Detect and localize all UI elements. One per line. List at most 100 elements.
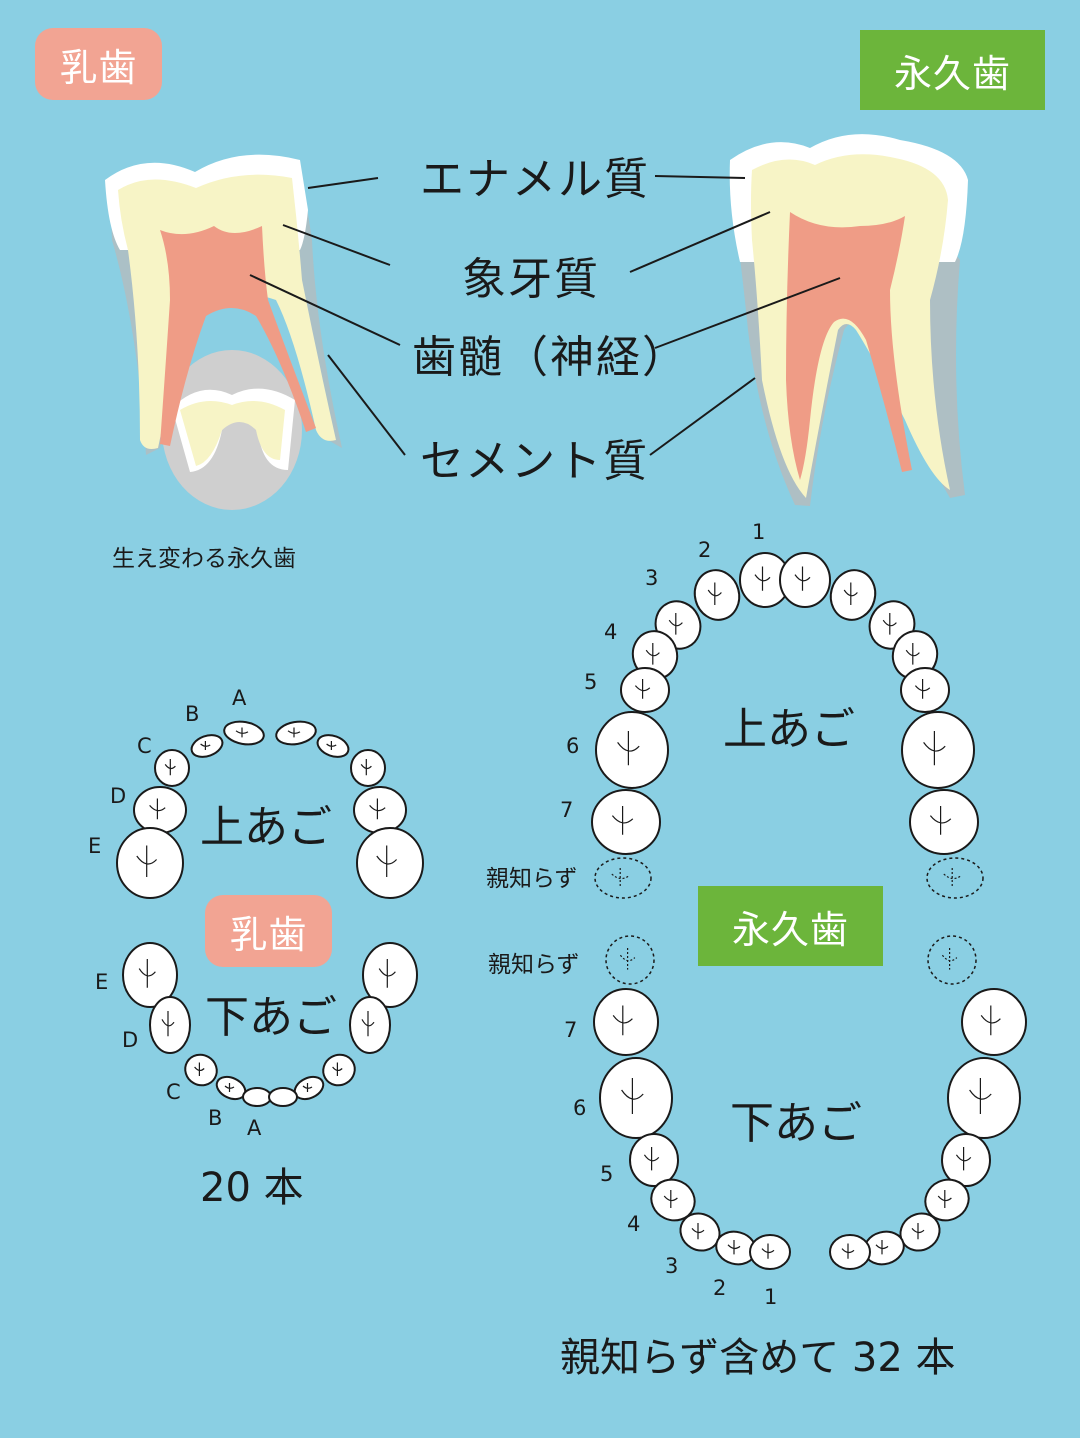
permanent-upper-tooth <box>591 789 661 855</box>
cementum-label: セメント質 <box>420 436 650 487</box>
tooth-groove <box>200 741 211 750</box>
primary-lower-letter: A <box>247 1116 262 1140</box>
tooth-groove <box>612 1005 633 1036</box>
tooth-groove <box>969 1078 992 1114</box>
tooth-groove <box>235 727 249 738</box>
permanent-upper-number: 2 <box>698 538 712 562</box>
dentin-label: 象牙質 <box>462 254 600 305</box>
permanent-lower-number: 6 <box>573 1096 587 1120</box>
tooth-groove <box>645 643 660 665</box>
primary-upper-letter: E <box>88 834 102 858</box>
permanent-lower-jaw-label: 下あご <box>730 1098 862 1149</box>
primary-lower-arch <box>122 942 418 1107</box>
tooth-groove <box>138 959 156 988</box>
tooth-groove <box>923 731 946 766</box>
leader-lines <box>249 175 841 456</box>
tooth-groove <box>943 868 961 886</box>
tooth-groove <box>360 759 372 776</box>
tooth-groove <box>980 1005 1001 1036</box>
permanent-lower-number: 7 <box>564 1018 578 1042</box>
permanent-upper-number: 3 <box>645 566 659 590</box>
permanent-lower-tooth <box>599 1057 673 1139</box>
successor-caption: 生え変わる永久歯 <box>112 546 296 572</box>
primary-upper-tooth <box>356 827 424 899</box>
tooth-groove <box>668 613 683 635</box>
permanent-upper-number: 5 <box>584 670 598 694</box>
permanent-lower-tooth <box>593 988 659 1056</box>
tooth-groove <box>663 1190 678 1208</box>
wisdom-upper-label: 親知らず <box>486 866 578 892</box>
tooth-groove <box>905 643 920 665</box>
primary-total: 20 本 <box>200 1165 304 1211</box>
tooth-groove <box>621 1078 644 1114</box>
tooth-groove <box>761 1243 775 1259</box>
tooth-groove <box>955 1147 972 1171</box>
tooth-groove <box>149 798 166 820</box>
tooth-groove <box>194 1062 205 1076</box>
primary-upper-arch <box>116 720 424 899</box>
tooth-groove <box>224 1083 235 1092</box>
permanent-lower-number: 4 <box>627 1212 641 1236</box>
tooth-groove <box>937 1190 952 1208</box>
permanent-lower-arch <box>593 988 1027 1270</box>
tooth-groove <box>841 1243 855 1259</box>
permanent-lower-number: 5 <box>600 1162 614 1186</box>
permanent-upper-number: 4 <box>604 620 618 644</box>
permanent-total: 親知らず含めて 32 本 <box>560 1335 956 1381</box>
wisdom-tooth <box>926 857 984 899</box>
tooth-groove <box>378 959 396 988</box>
tooth-groove <box>929 806 952 835</box>
tooth-groove <box>332 1062 343 1076</box>
wisdom-tooth <box>605 935 655 985</box>
permanent-lower-number: 1 <box>764 1285 778 1309</box>
tooth-groove <box>911 1223 925 1240</box>
permanent-upper-jaw-label: 上あご <box>723 704 855 755</box>
tooth-groove <box>882 613 897 635</box>
primary-tooth-section <box>105 154 342 510</box>
tooth-groove <box>287 727 301 738</box>
successor-tooth-bud <box>162 350 302 510</box>
wisdom-teeth <box>594 857 984 985</box>
primary-badge: 乳歯 <box>35 28 162 100</box>
primary-lower-tooth <box>242 1087 272 1107</box>
enamel-label: エナメル質 <box>420 154 650 205</box>
primary-upper-letter: D <box>110 784 127 808</box>
primary-upper-jaw-label: 上あご <box>200 802 332 853</box>
primary-lower-letter: D <box>122 1028 139 1052</box>
primary-upper-letter: B <box>185 702 200 726</box>
tooth-groove <box>707 582 722 605</box>
tooth-groove <box>302 1083 313 1092</box>
tooth-groove <box>161 1011 175 1037</box>
tooth-groove <box>369 798 386 820</box>
permanent-lower-number: 3 <box>665 1254 679 1278</box>
tooth-groove <box>634 679 651 699</box>
wisdom-lower-label: 親知らず <box>488 952 580 978</box>
permanent-upper-arch <box>591 552 979 855</box>
primary-lower-tooth <box>268 1087 298 1107</box>
tooth-groove <box>611 806 634 835</box>
wisdom-tooth <box>594 857 652 899</box>
tooth-groove <box>941 948 958 970</box>
tooth-groove <box>376 845 398 877</box>
tooth-groove <box>361 1011 375 1037</box>
tooth-groove <box>794 566 811 591</box>
primary-lower-letter: E <box>95 970 109 994</box>
tooth-groove <box>611 868 629 886</box>
permanent-upper-number: 1 <box>752 520 766 544</box>
tooth-groove <box>691 1223 705 1240</box>
primary-lower-letter: C <box>166 1080 181 1104</box>
primary-arch-badge: 乳歯 <box>205 895 332 967</box>
primary-upper-tooth <box>116 827 184 899</box>
permanent-lower-tooth <box>961 988 1027 1056</box>
permanent-upper-tooth <box>901 711 975 789</box>
wisdom-tooth <box>927 935 977 985</box>
tooth-groove <box>727 1240 741 1255</box>
permanent-upper-number: 7 <box>560 798 574 822</box>
primary-upper-letter: C <box>137 734 152 758</box>
tooth-groove <box>843 582 858 605</box>
tooth-groove <box>164 759 176 776</box>
permanent-lower-tooth <box>947 1057 1021 1139</box>
tooth-groove <box>914 679 931 699</box>
primary-lower-jaw-label: 下あご <box>205 992 337 1043</box>
